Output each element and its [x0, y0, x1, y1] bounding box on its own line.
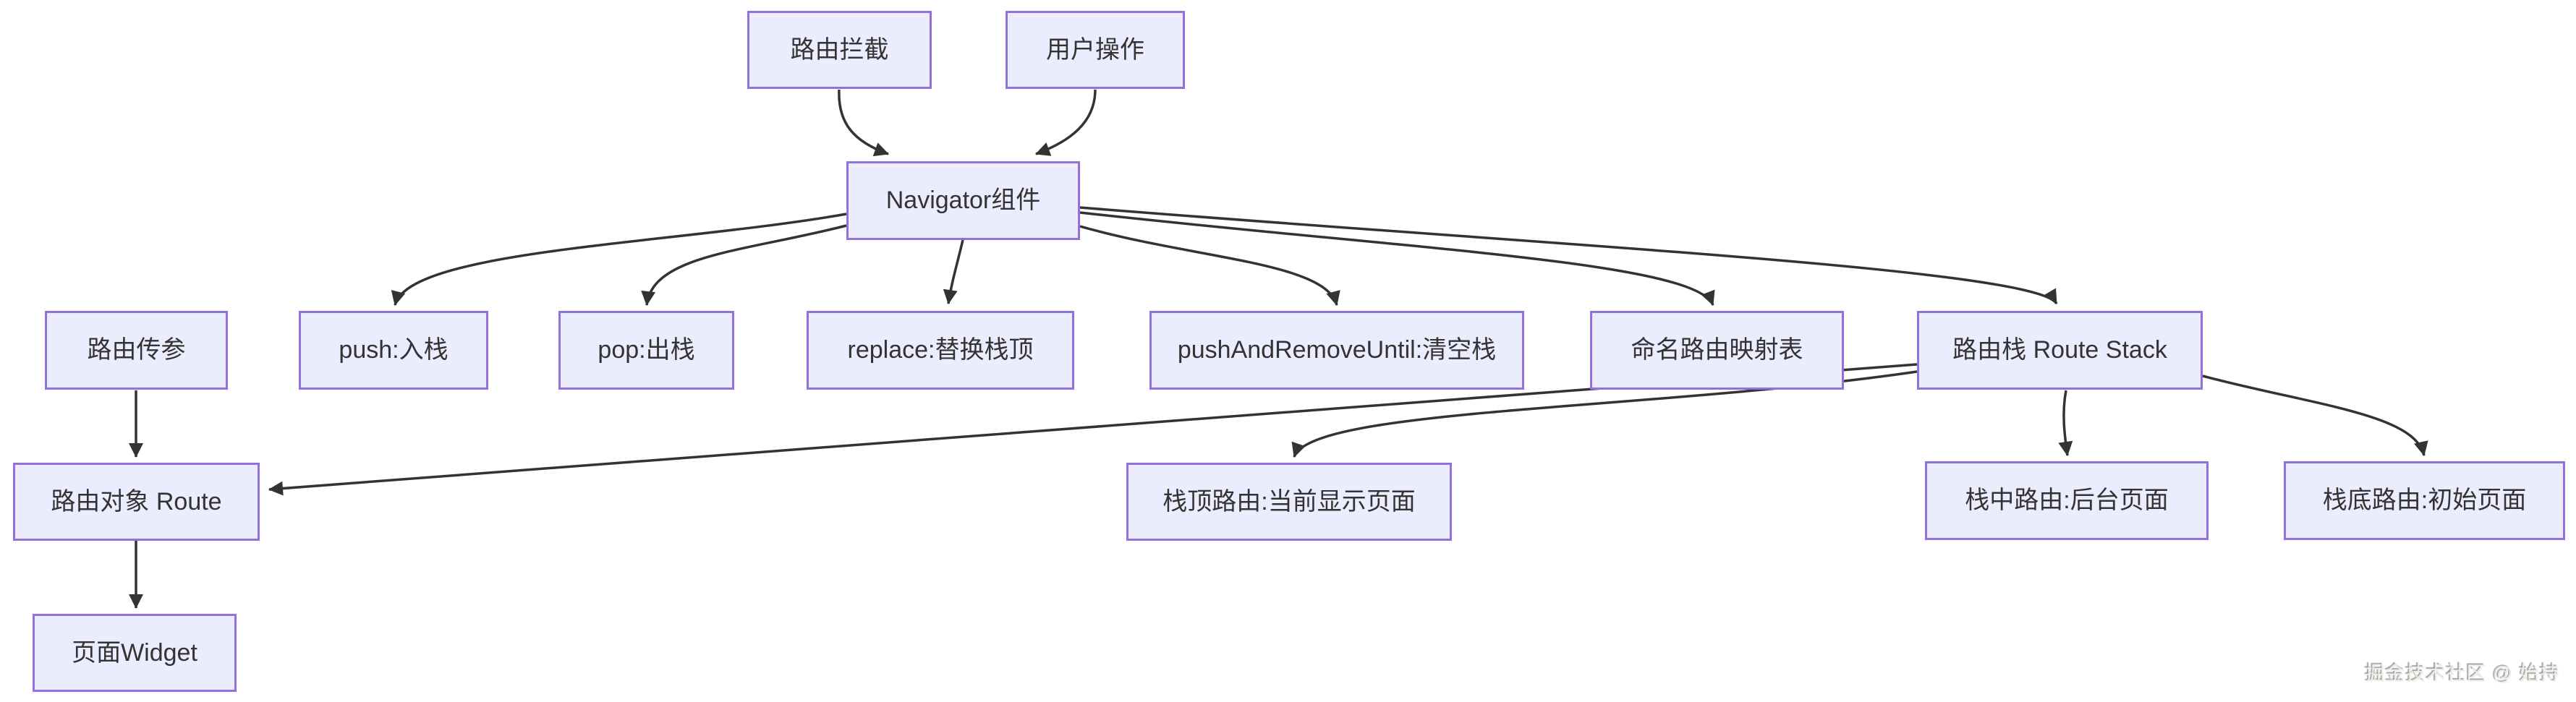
edge-route-stack-to-stack-middle-route: [2058, 390, 2073, 456]
node-navigator: Navigator组件: [846, 161, 1080, 240]
node-label: 页面Widget: [72, 638, 197, 667]
node-stack-top-route: 栈顶路由:当前显示页面: [1126, 463, 1452, 541]
node-route-stack: 路由栈 Route Stack: [1917, 311, 2203, 390]
edge-navigator-to-pop: [641, 224, 847, 306]
node-label: 栈中路由:后台页面: [1965, 487, 2169, 515]
node-label: 栈顶路由:当前显示页面: [1162, 487, 1416, 515]
edge-navigator-to-push: [391, 213, 847, 306]
edge-navigator-to-push-and-remove-until: [1079, 225, 1340, 306]
node-pop: pop:出栈: [558, 311, 734, 390]
node-named-route-map: 命名路由映射表: [1590, 311, 1844, 390]
node-label: 路由对象 Route: [51, 487, 222, 515]
node-user-action: 用户操作: [1006, 11, 1185, 89]
node-label: Navigator组件: [885, 187, 1041, 215]
node-label: pushAndRemoveUntil:清空栈: [1177, 336, 1497, 364]
watermark: 掘金技术社区 @ 始持: [2365, 663, 2560, 685]
node-label: push:入栈: [339, 336, 449, 364]
node-label: 路由栈 Route Stack: [1952, 336, 2167, 364]
node-label: 路由拦截: [790, 35, 889, 64]
edge-route-intercept-to-navigator: [838, 89, 889, 157]
edge-route-stack-to-stack-bottom-route: [2202, 374, 2428, 456]
node-replace: replace:替换栈顶: [807, 311, 1074, 390]
edge-user-action-to-navigator: [1035, 89, 1097, 156]
node-push: push:入栈: [299, 311, 488, 390]
node-route-object: 路由对象 Route: [13, 463, 260, 541]
node-push-and-remove-until: pushAndRemoveUntil:清空栈: [1149, 311, 1524, 390]
node-label: pop:出栈: [598, 336, 695, 364]
node-label: 栈底路由:初始页面: [2322, 487, 2527, 515]
node-label: replace:替换栈顶: [847, 336, 1034, 364]
node-label: 命名路由映射表: [1631, 336, 1803, 364]
node-stack-bottom-route: 栈底路由:初始页面: [2284, 461, 2565, 540]
edge-navigator-to-named-route-map: [1079, 211, 1715, 306]
node-route-intercept: 路由拦截: [747, 11, 932, 89]
node-page-widget: 页面Widget: [33, 614, 237, 692]
edge-navigator-to-route-stack: [1079, 206, 2058, 305]
edge-navigator-to-replace: [943, 239, 964, 304]
node-label: 路由传参: [87, 336, 186, 364]
node-route-params: 路由传参: [45, 311, 228, 390]
node-stack-middle-route: 栈中路由:后台页面: [1925, 461, 2209, 540]
node-label: 用户操作: [1046, 35, 1144, 64]
